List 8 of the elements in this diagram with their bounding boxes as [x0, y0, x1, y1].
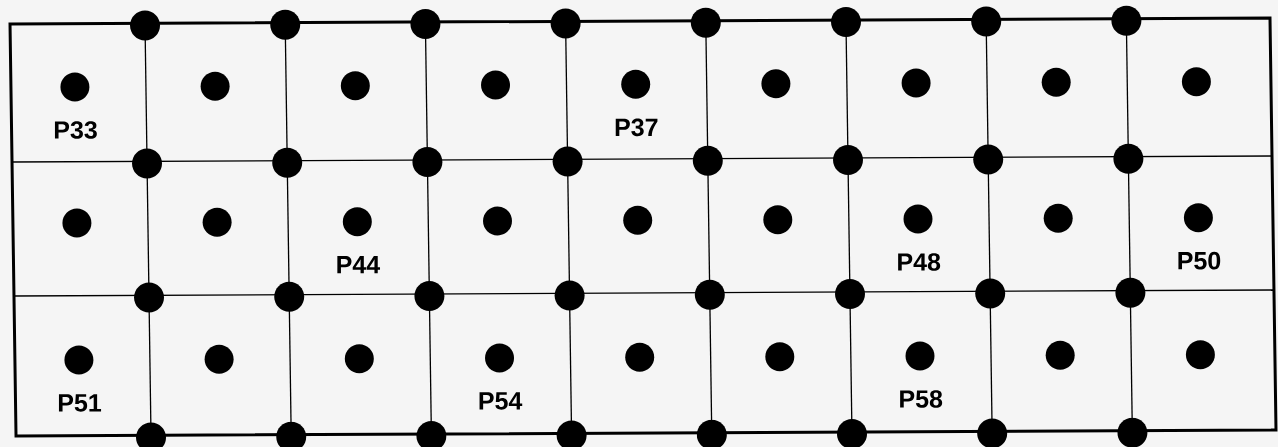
point-label: P58: [900, 390, 943, 408]
point-label: P37: [615, 118, 658, 137]
point-label: P50: [1178, 251, 1221, 270]
point-label: P51: [58, 394, 102, 412]
point-label: P33: [54, 121, 97, 139]
point-label: P54: [479, 392, 523, 410]
point-label: P48: [898, 253, 941, 271]
point-label: P44: [337, 256, 380, 274]
